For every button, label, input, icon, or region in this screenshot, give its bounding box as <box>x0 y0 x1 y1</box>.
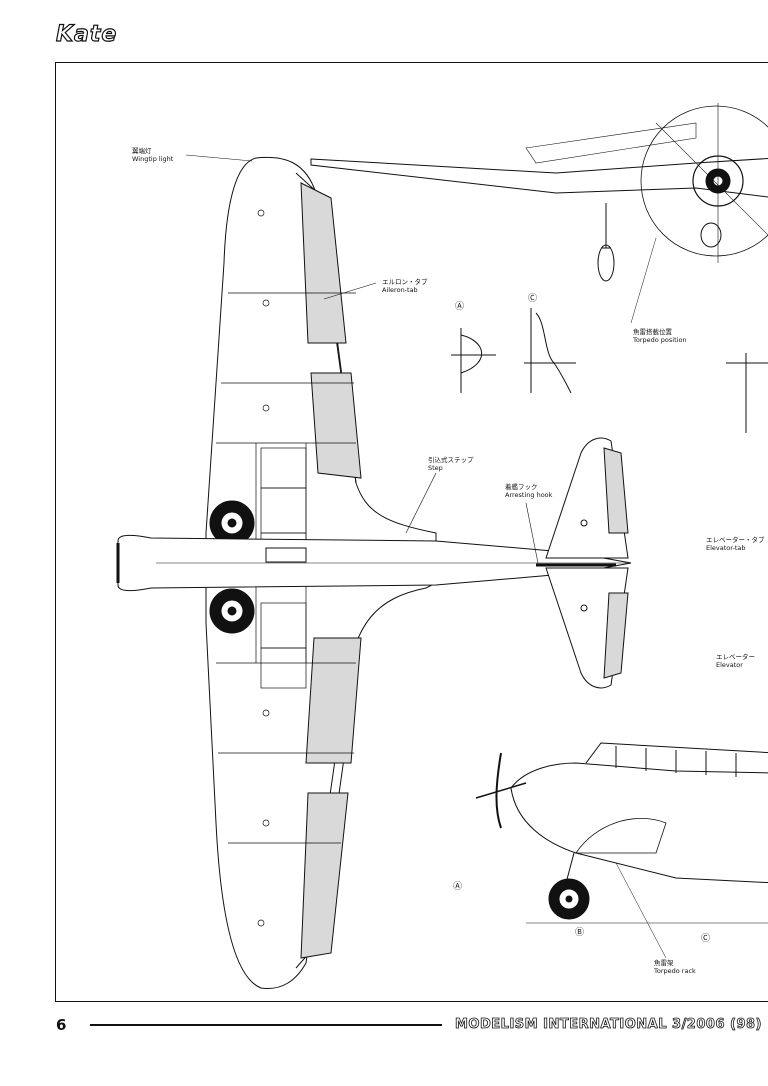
publication-footer: MODELISM INTERNATIONAL 3/2006 (98) <box>455 1017 762 1033</box>
leader-lines <box>185 154 539 564</box>
arresting-hook-label-jp: 着艦フック <box>505 483 538 491</box>
torpedo-rack-label-en: Torpedo rack <box>654 967 696 975</box>
page-number: 6 <box>56 1016 67 1034</box>
section-a-mark-side: Ⓐ <box>453 882 463 892</box>
section-marks-right <box>726 353 768 433</box>
step-label-jp: 引込式ステップ <box>428 456 474 464</box>
section-c-mark-side: Ⓒ <box>701 934 711 944</box>
tailplane-top <box>545 437 629 689</box>
torpedo-position-label-en: Torpedo position <box>633 336 687 344</box>
drawing-frame: 翼端灯 Wingtip light エルロン・タブ Aileron-tab 魚雷… <box>55 62 768 1002</box>
section-a-mark-top: Ⓐ <box>455 302 465 312</box>
arresting-hook-label: 着艦フック Arresting hook <box>505 483 552 499</box>
wingtip-light-label: 翼端灯 Wingtip light <box>132 147 173 163</box>
wingtip-light-label-jp: 翼端灯 <box>132 147 152 155</box>
step-label-en: Step <box>428 464 443 472</box>
side-view <box>475 742 768 959</box>
aircraft-plan-drawing <box>116 103 768 990</box>
aileron-tab-label-en: Aileron-tab <box>382 286 418 294</box>
arresting-hook-label-en: Arresting hook <box>505 491 553 499</box>
aileron-upper <box>300 182 362 479</box>
section-c-diagram <box>524 308 576 394</box>
footer-rule <box>90 1024 442 1026</box>
aileron-lower <box>300 637 362 959</box>
torpedo-rack-label: 魚雷架 Torpedo rack <box>654 959 696 975</box>
elevator-label-en: Elevator <box>716 661 743 669</box>
step-label: 引込式ステップ Step <box>428 456 474 472</box>
torpedo-position-label-jp: 魚雷搭載位置 <box>633 328 672 336</box>
aileron-tab-label-jp: エルロン・タブ <box>382 278 428 286</box>
main-wheel-upper <box>209 500 255 546</box>
elevator-tab-label: エレベーター・タブ Elevator-tab <box>706 536 765 552</box>
section-c-mark-top: Ⓒ <box>528 294 538 304</box>
torpedo-rack-label-jp: 魚雷架 <box>654 959 674 967</box>
elevator-label: エレベーター Elevator <box>716 653 755 669</box>
elevator-tab-label-jp: エレベーター・タブ <box>706 536 765 544</box>
front-view <box>310 103 768 324</box>
main-wheel-lower <box>209 588 255 634</box>
wingtip-light-label-en: Wingtip light <box>132 155 174 163</box>
aileron-tab-label: エルロン・タブ Aileron-tab <box>382 278 428 294</box>
elevator-label-jp: エレベーター <box>716 653 755 661</box>
torpedo-position-label: 魚雷搭載位置 Torpedo position <box>633 328 687 344</box>
section-a-diagram <box>451 328 496 393</box>
page-title: Kate <box>55 21 118 47</box>
elevator-tab-label-en: Elevator-tab <box>706 544 746 552</box>
section-b-mark-side: Ⓑ <box>575 928 585 938</box>
